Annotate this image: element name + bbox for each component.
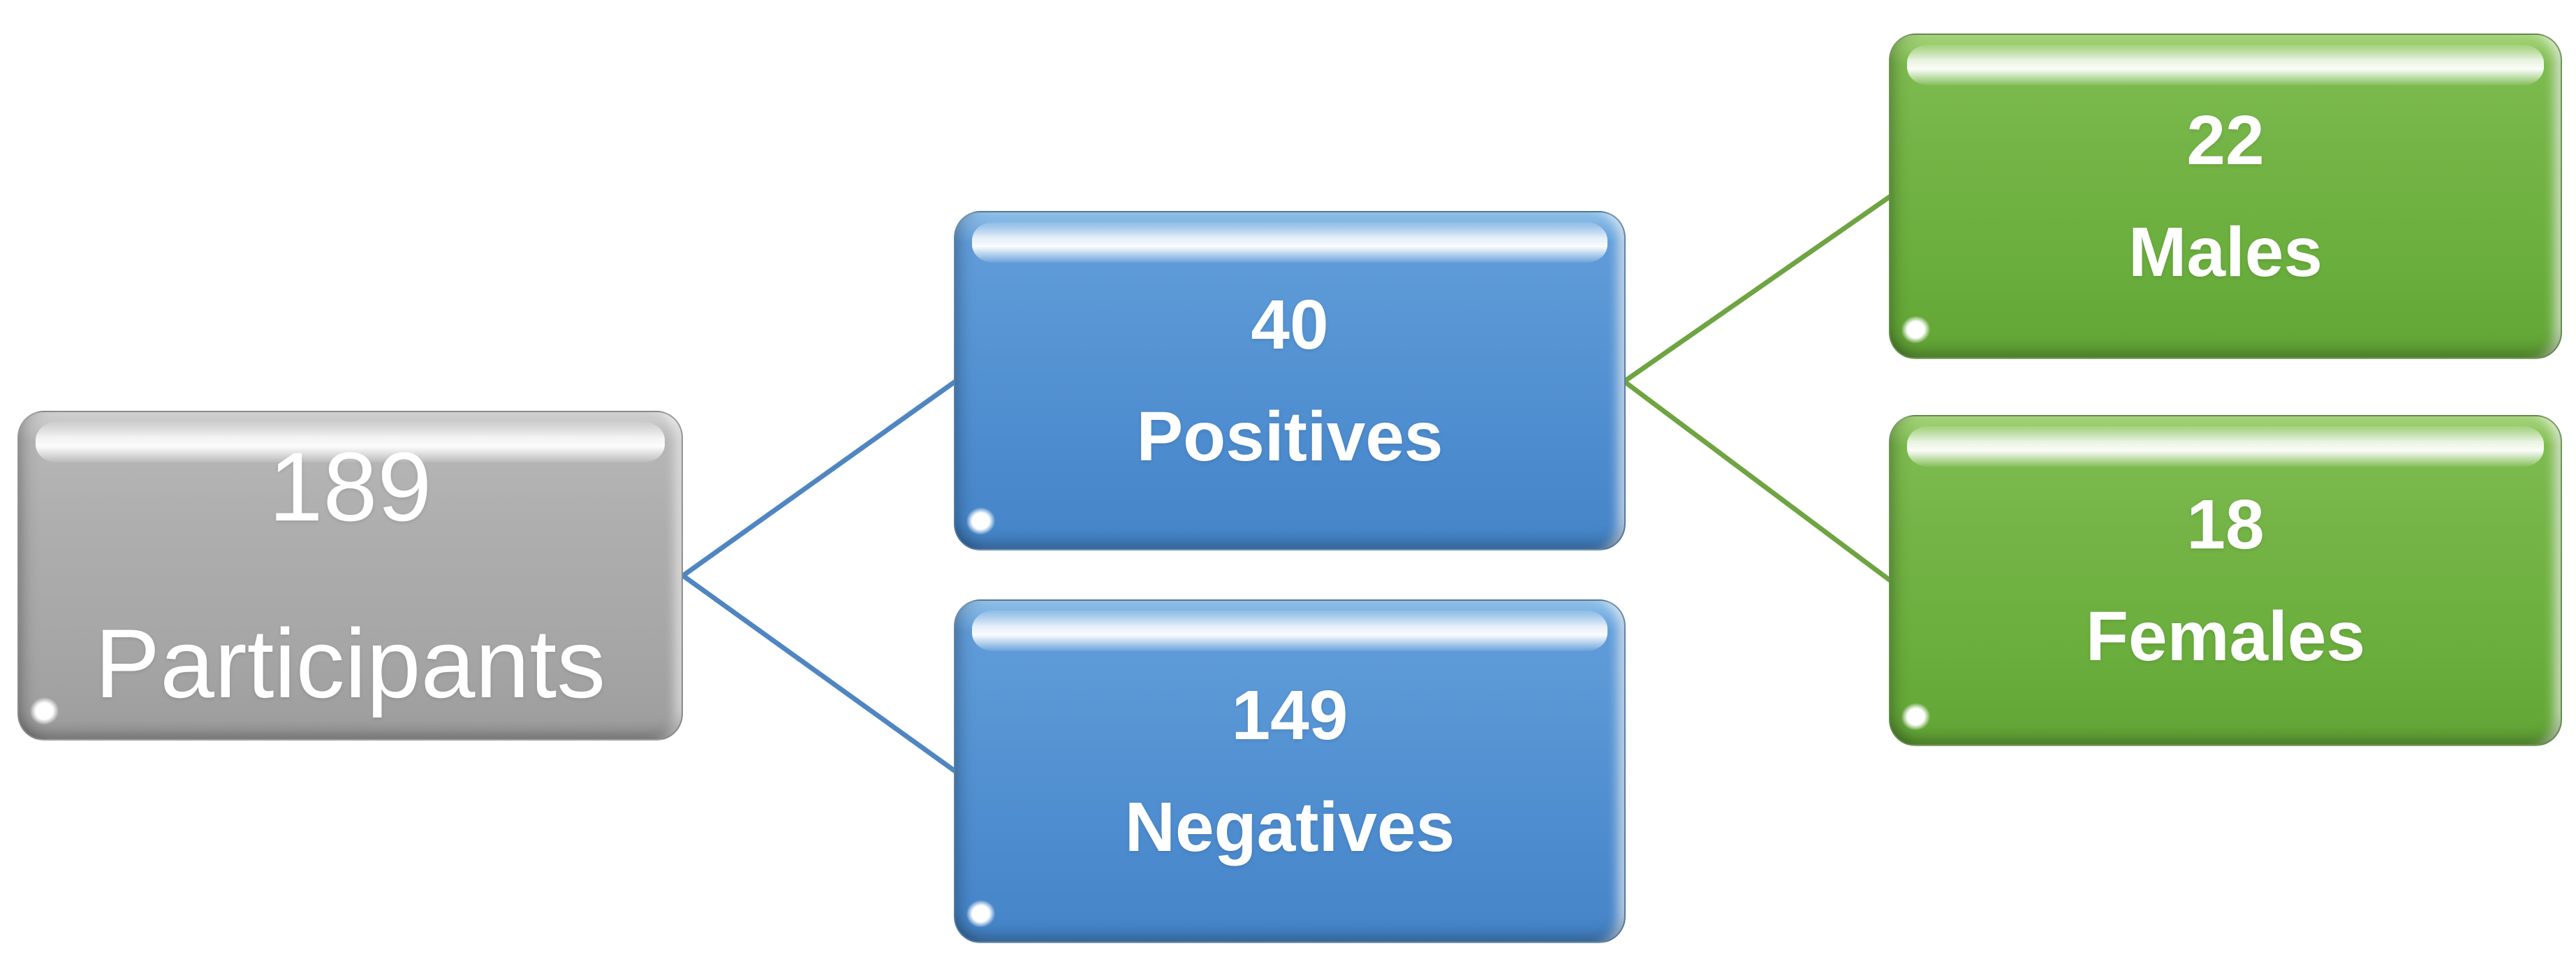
males-label: Males xyxy=(2128,213,2323,291)
edge-positives-females xyxy=(1622,379,1892,583)
negatives-label: Negatives xyxy=(1124,788,1455,866)
participants-label: Participants xyxy=(94,608,606,718)
females-count: 18 xyxy=(2186,486,2265,564)
positives-label: Positives xyxy=(1136,398,1443,476)
negatives-count: 149 xyxy=(1231,676,1348,755)
node-males: 22 Males xyxy=(1889,34,2562,359)
males-count: 22 xyxy=(2186,101,2265,180)
node-positives: 40 Positives xyxy=(954,211,1626,551)
node-participants: 189 Participants xyxy=(17,411,683,741)
node-negatives: 149 Negatives xyxy=(954,599,1626,943)
edge-participants-negatives xyxy=(681,574,957,773)
females-label: Females xyxy=(2085,597,2366,676)
participants-count: 189 xyxy=(268,432,432,542)
edge-positives-males xyxy=(1623,194,1892,384)
node-females: 18 Females xyxy=(1889,415,2562,746)
edge-participants-positives xyxy=(681,379,957,578)
positives-count: 40 xyxy=(1251,286,1329,364)
